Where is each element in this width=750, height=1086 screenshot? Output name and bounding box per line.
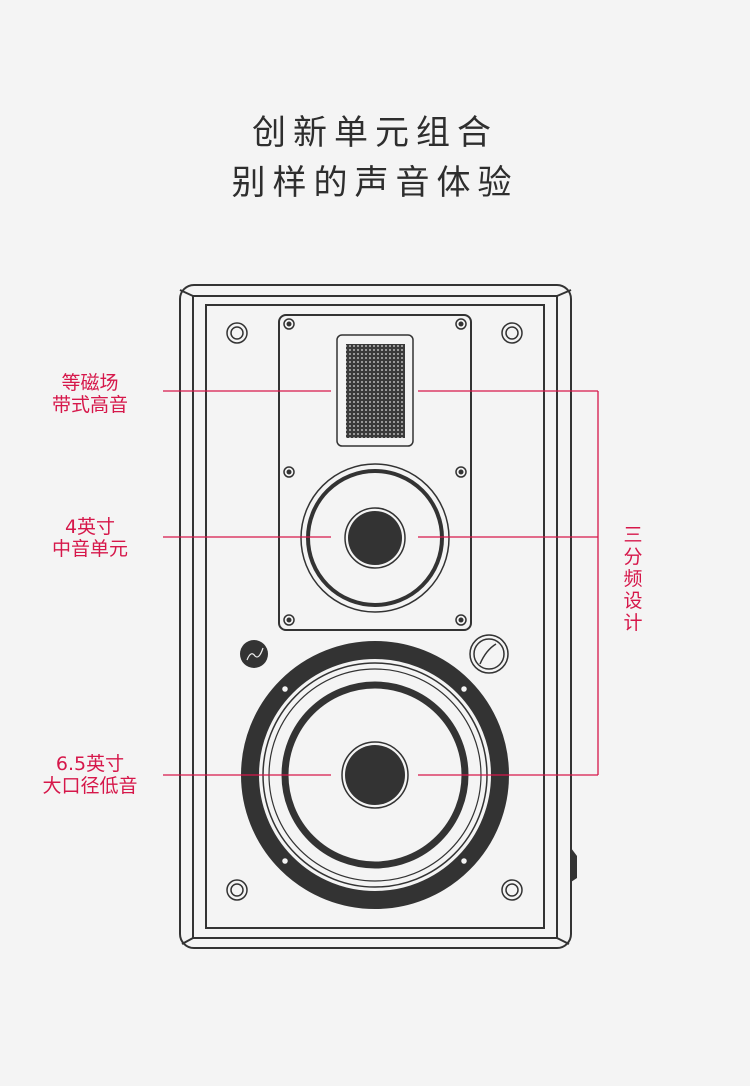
label-crossover: 三 分 频 设 计 xyxy=(620,524,646,634)
label-tweeter: 等磁场 带式高音 xyxy=(30,372,150,416)
label-woofer: 6.5英寸 大口径低音 xyxy=(30,753,150,797)
bass-port-icon xyxy=(469,634,509,674)
baffle xyxy=(205,304,545,929)
label-mid-line1: 4英寸 xyxy=(64,516,116,538)
label-crossover-char: 三 xyxy=(623,524,643,546)
tweeter-frame xyxy=(336,334,414,447)
label-crossover-char: 频 xyxy=(623,568,643,590)
label-crossover-char: 设 xyxy=(623,590,643,612)
label-tweeter-line1: 等磁场 xyxy=(61,372,119,394)
label-mid-line2: 中音单元 xyxy=(51,538,128,560)
panel-screws xyxy=(283,318,467,626)
tweeter-mesh xyxy=(346,344,405,438)
side-switch xyxy=(571,848,577,882)
label-tweeter-line2: 带式高音 xyxy=(51,394,128,416)
label-crossover-char: 计 xyxy=(623,612,643,634)
label-woofer-line1: 6.5英寸 xyxy=(55,753,125,775)
corner-screws xyxy=(226,322,523,901)
label-crossover-char: 分 xyxy=(623,546,643,568)
headline-line-1: 创新单元组合 xyxy=(252,113,498,153)
label-woofer-line2: 大口径低音 xyxy=(42,775,138,797)
woofer-bolts xyxy=(279,683,470,867)
callout-lines xyxy=(163,390,599,776)
headline-line-2: 别样的声音体验 xyxy=(231,163,519,203)
label-mid: 4英寸 中音单元 xyxy=(30,516,150,560)
cabinet-outline xyxy=(179,284,572,949)
mid-driver xyxy=(300,463,450,613)
cabinet-inner-frame xyxy=(192,295,558,939)
mid-panel xyxy=(278,314,472,631)
